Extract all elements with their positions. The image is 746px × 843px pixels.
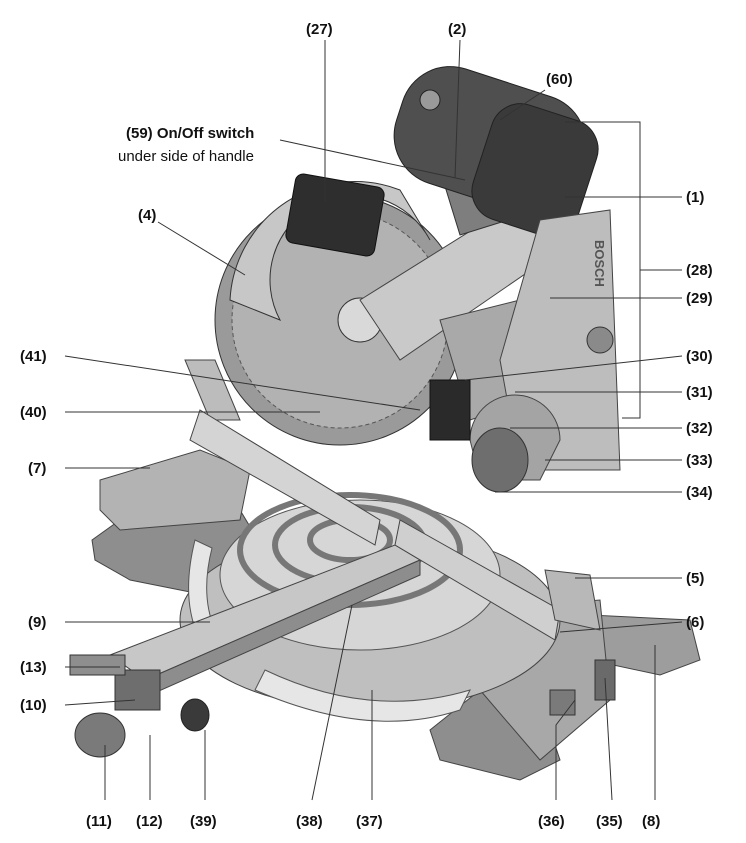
label-33: (33) [686,452,713,469]
leader-2 [454,39,461,179]
label-37: (37) [356,813,383,830]
label-5: (5) [686,570,704,587]
leader-36 [555,699,576,800]
label-35: (35) [596,813,623,830]
label-27: (27) [306,21,333,38]
label-12: (12) [136,813,163,830]
label-9: (9) [28,614,46,631]
label-7: (7) [28,460,46,477]
blade-assembly [214,173,466,446]
saw-base [91,449,701,781]
leader-10 [64,699,136,706]
leader-35 [604,677,613,801]
leader-38 [311,604,353,801]
label-13: (13) [20,659,47,676]
saw-head: BOSCH [359,66,621,493]
label-28: (28) [686,262,713,279]
label-31: (31) [686,384,713,401]
label-40: (40) [20,404,47,421]
leader-30 [464,355,683,381]
label-34: (34) [686,484,713,501]
label-60: (60) [546,71,573,88]
leader-60 [499,89,546,121]
leader-4 [157,221,246,276]
label-32: (32) [686,420,713,437]
fence [184,359,601,641]
label-36: (36) [538,813,565,830]
label-41: (41) [20,348,47,365]
leader-6 [559,621,683,633]
label-6: (6) [686,614,704,631]
label-11: (11) [86,813,112,830]
label-29: (29) [686,290,713,307]
leader-41 [64,355,421,411]
label-2: (2) [448,21,466,38]
label-59-title: (59) On/Off switch [126,125,254,142]
callout-labels: (27) (2) (60) (59) On/Off switch under s… [20,21,713,830]
label-30: (30) [686,348,713,365]
miter-saw-illustration: BOSCH [69,66,701,781]
leader-59 [279,139,466,181]
label-10: (10) [20,697,47,714]
brand-text: BOSCH [592,240,607,287]
label-1: (1) [686,189,704,206]
label-8: (8) [642,813,660,830]
label-38: (38) [296,813,323,830]
label-39: (39) [190,813,217,830]
label-59-subtitle: under side of handle [118,148,254,165]
label-4: (4) [138,207,156,224]
leader-lines [64,39,683,801]
